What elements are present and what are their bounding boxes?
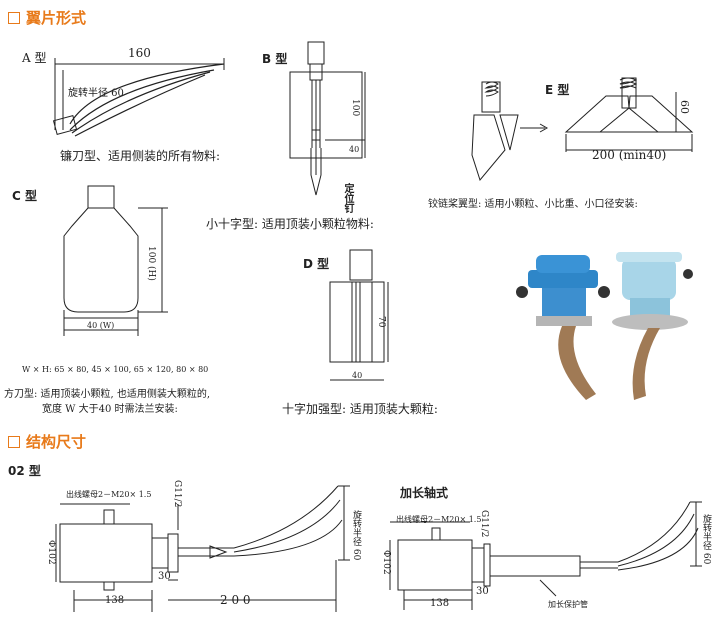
type-a-caption: 镰刀型、适用侧装的所有物料:: [60, 149, 221, 163]
type-b-dim-100: 100: [350, 99, 360, 117]
sensor-photo-left: [516, 255, 610, 400]
structure-02-radius: 旋转半径 60: [351, 510, 361, 561]
checkbox-square-icon: [8, 11, 20, 24]
type-e-caption: 铰链桨翼型: 适用小颗粒、小比重、小口径安装:: [428, 199, 638, 210]
type-a-drawing: [52, 58, 225, 137]
type-e-dim-200: 200 (min40): [592, 148, 667, 162]
type-d-label: D 型: [303, 257, 330, 271]
type-d-caption: 十字加强型: 适用顶装大颗粒:: [282, 402, 438, 416]
section-title-structure: 结构尺寸: [8, 431, 86, 452]
type-b-drawing: [289, 41, 366, 196]
type-a-label: A 型: [22, 51, 47, 65]
section-title-text: 结构尺寸: [26, 433, 87, 451]
structure-02-drawing: [55, 485, 350, 612]
structure-02-dim-138: 138: [105, 595, 125, 606]
structure-02-dim-30: 30: [158, 571, 171, 582]
type-b-pin: 定位钉: [342, 183, 353, 213]
type-b-label: B 型: [262, 52, 288, 66]
type-c-label: C 型: [12, 189, 37, 203]
section-title-blade-forms: 翼片形式: [8, 7, 86, 28]
structure-02-label: 02 型: [8, 464, 41, 478]
type-c-dim-h: 100 (H): [146, 246, 156, 281]
type-c-dim-w: 40 (W): [87, 321, 115, 330]
type-a-dim-length: 160: [128, 46, 151, 60]
type-b-dim-40: 40: [349, 145, 360, 154]
type-c-caption-1: 方刀型: 适用顶装小颗粒, 也适用侧装大颗粒的,: [4, 389, 211, 400]
structure-ext-radius: 旋转半径 60: [701, 514, 711, 565]
checkbox-square-icon: [8, 435, 20, 448]
sensor-photo-right: [612, 252, 693, 400]
type-e-dim-60: 60: [678, 100, 691, 114]
type-a-radius: 旋转半径 60: [68, 88, 124, 99]
structure-02-thread: G11/2: [172, 480, 182, 508]
structure-02-outlet: 出线螺母2－M20× 1.5: [66, 490, 152, 499]
type-d-dim-40: 40: [352, 371, 363, 380]
structure-ext-outlet: 出线螺母2－M20× 1.5: [396, 515, 482, 524]
structure-ext-drawing: [389, 501, 702, 610]
structure-ext-dim-138: 138: [430, 598, 450, 609]
structure-ext-tube: 加长保护管: [548, 600, 588, 609]
section-title-text: 翼片形式: [26, 9, 87, 27]
structure-ext-phi: Φ102: [381, 550, 391, 575]
structure-ext-dim-30: 30: [476, 586, 489, 597]
structure-02-dim-200: 2 0 0: [220, 593, 251, 607]
type-b-caption: 小十字型: 适用顶装小颗粒物料:: [206, 217, 374, 231]
type-e-drawing: [471, 77, 694, 182]
type-c-caption-2: 宽度 W 大于40 时需法兰安装:: [42, 404, 178, 415]
structure-ext-label: 加长轴式: [400, 486, 449, 500]
structure-02-phi: Φ102: [46, 540, 56, 565]
type-c-sizes: W × H: 65 × 80, 45 × 100, 65 × 120, 80 ×…: [22, 365, 209, 374]
structure-ext-thread: G11/2: [479, 510, 489, 538]
type-d-dim-70: 70: [376, 316, 386, 328]
type-d-drawing: [329, 249, 389, 381]
type-c-drawing: [63, 185, 168, 336]
type-e-label: E 型: [545, 83, 570, 97]
